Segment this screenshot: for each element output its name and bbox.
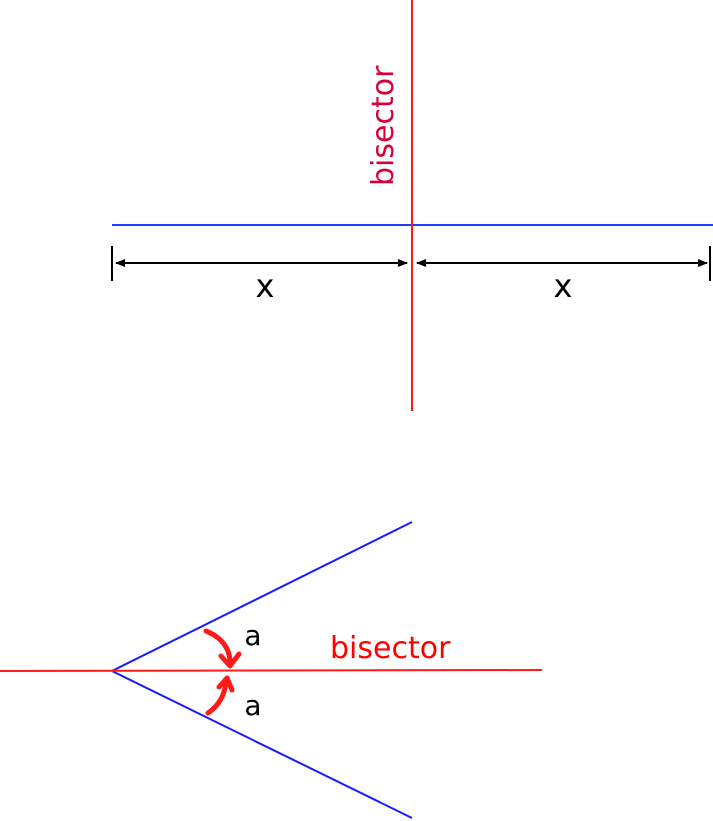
angle-bisector-figure: a a bisector — [0, 521, 543, 819]
horizontal-bisector-label: bisector — [330, 631, 451, 666]
lower-angle-label: a — [244, 689, 261, 722]
lower-arrowhead-icon — [216, 675, 235, 693]
lower-angle-arc-arrow-icon — [205, 679, 229, 716]
angle-lower-ray — [111, 670, 413, 819]
angle-bisector-line — [0, 669, 543, 672]
angle-upper-ray — [111, 521, 413, 672]
upper-angle-arc-arrow-icon — [203, 628, 233, 663]
upper-angle-label: a — [244, 619, 261, 652]
segment-bisector-figure: x x bisector — [111, 0, 713, 411]
upper-arrowhead-icon — [218, 651, 242, 669]
vertical-bisector-label: bisector — [366, 65, 401, 186]
right-segment-label: x — [554, 267, 573, 305]
left-segment-label: x — [256, 267, 275, 305]
